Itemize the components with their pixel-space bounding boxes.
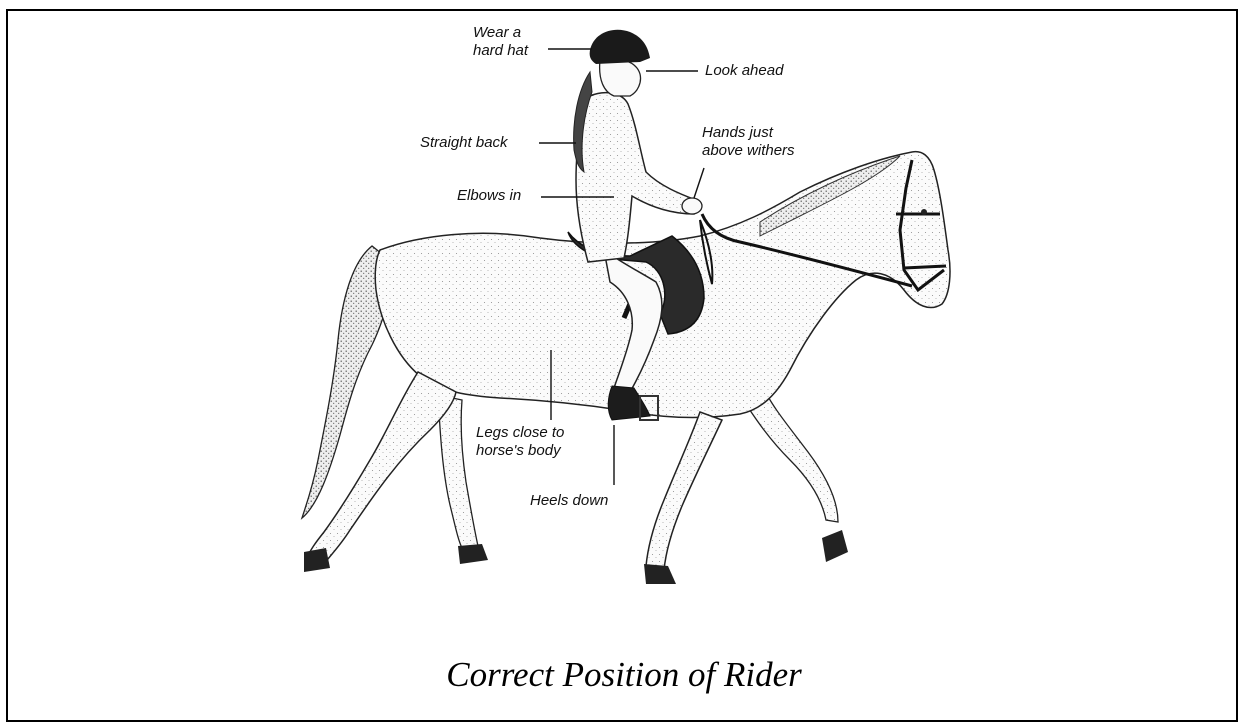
horse-near-fore-leg bbox=[646, 412, 722, 570]
label-look-ahead: Look ahead bbox=[705, 62, 783, 80]
horse-eye bbox=[921, 209, 927, 215]
rider-face bbox=[600, 59, 641, 96]
label-elbows-in: Elbows in bbox=[457, 187, 521, 205]
rider-torso bbox=[576, 93, 696, 262]
label-hands-above-withers: Hands just above withers bbox=[702, 124, 795, 160]
hoof-far-fore bbox=[822, 530, 848, 562]
hard-hat bbox=[590, 30, 650, 64]
label-straight-back: Straight back bbox=[420, 134, 508, 152]
label-legs-close: Legs close to horse's body bbox=[476, 424, 564, 460]
hoof-near-fore bbox=[644, 564, 676, 584]
label-wear-hard-hat: Wear a hard hat bbox=[473, 24, 528, 60]
hoof-far-hind bbox=[458, 544, 488, 564]
figure-caption: Correct Position of Rider bbox=[0, 655, 1248, 695]
hoof-near-hind bbox=[304, 548, 330, 572]
horse-far-hind-leg bbox=[438, 395, 478, 548]
label-heels-down: Heels down bbox=[530, 492, 608, 510]
rider-hand bbox=[682, 198, 702, 214]
leader-hands bbox=[694, 168, 704, 198]
